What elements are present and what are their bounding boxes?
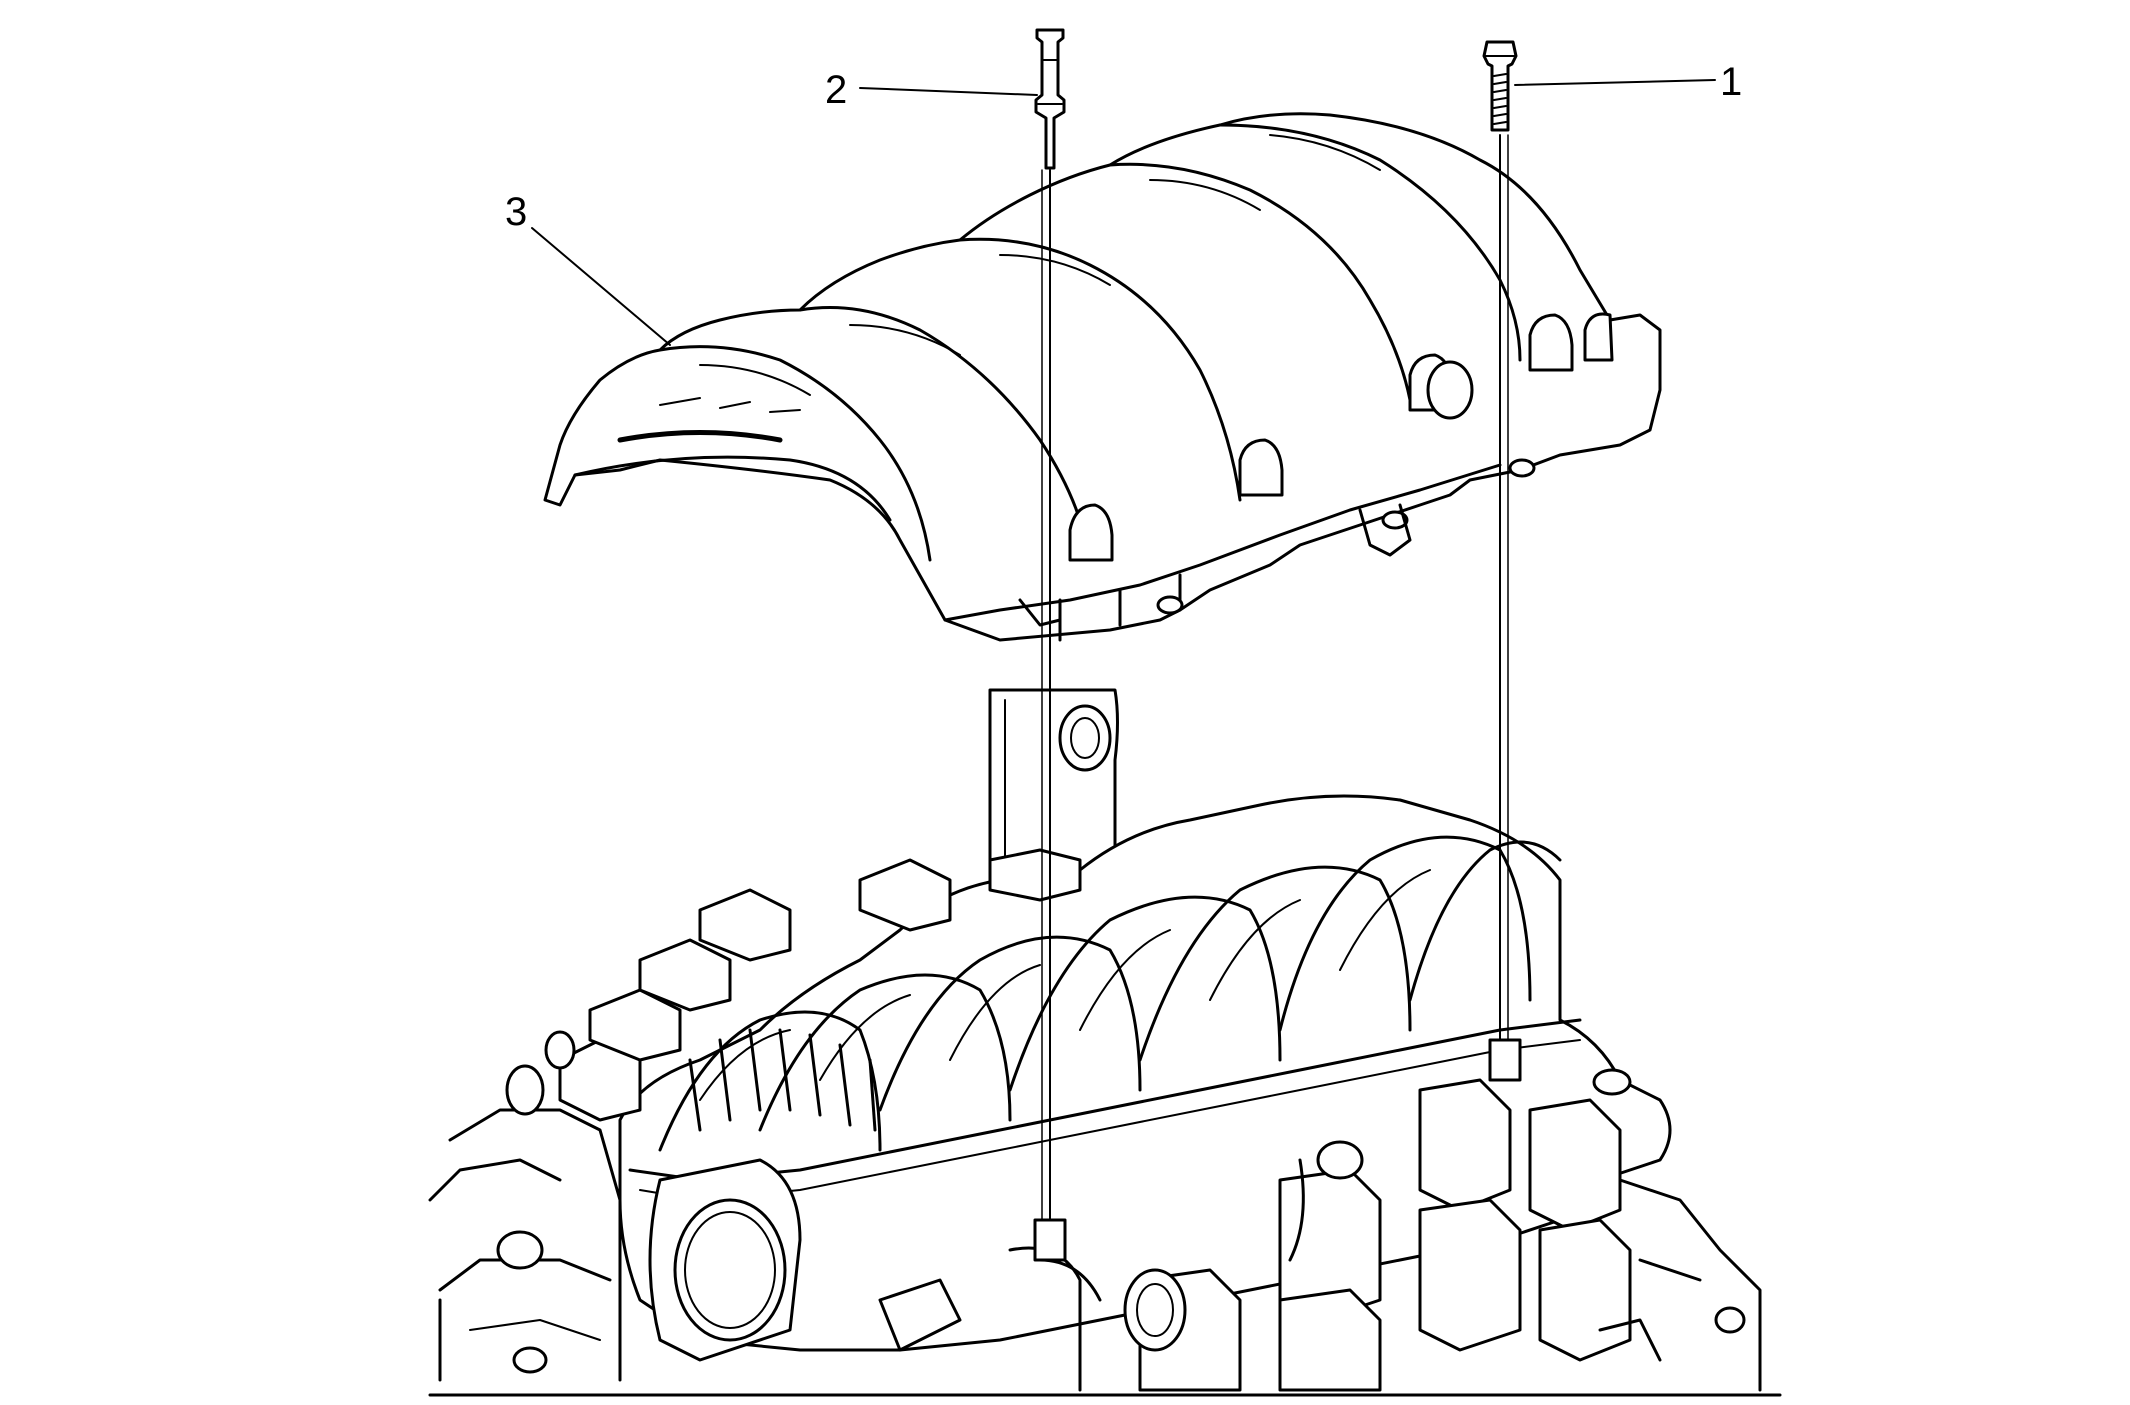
ignition-coils-right xyxy=(1138,1068,1762,1392)
callout-label-2: 2 xyxy=(825,68,847,112)
alignment-lines xyxy=(1033,134,1522,1262)
callout-leader-1 xyxy=(1514,79,1716,86)
engine-block-left xyxy=(428,1030,622,1382)
lifting-bracket xyxy=(988,688,1119,882)
manifold-front-ribs xyxy=(688,1028,877,1132)
intake-manifold-cover xyxy=(543,112,1662,642)
throttle-body-flange xyxy=(648,1158,802,1362)
callout-2: 2 xyxy=(825,68,1038,112)
callout-leader-2 xyxy=(859,87,1038,96)
callout-leader-3 xyxy=(531,227,671,346)
sensor-connectors-left xyxy=(558,848,1082,1122)
callout-1: 1 xyxy=(1514,60,1742,104)
cover-ridges xyxy=(658,123,1522,562)
cover-mount-bosses xyxy=(1068,312,1614,562)
bolt xyxy=(1482,40,1518,132)
stud xyxy=(1034,28,1066,170)
callout-label-3: 3 xyxy=(505,190,527,234)
callout-3: 3 xyxy=(505,190,671,346)
callout-label-1: 1 xyxy=(1720,60,1742,104)
intake-manifold xyxy=(428,688,1782,1397)
